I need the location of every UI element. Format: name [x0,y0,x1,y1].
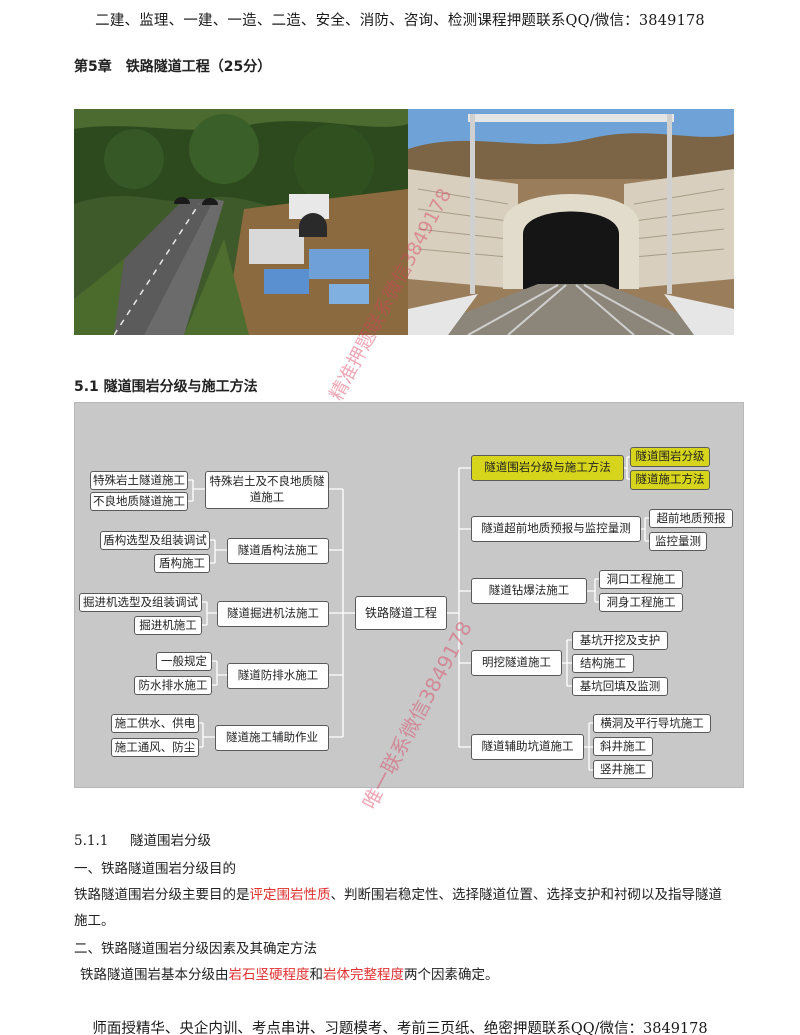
subsection-title: 隧道围岩分级 [130,833,211,849]
p1-text-a: 铁路隧道围岩分级主要目的是 [74,887,250,903]
subsection-heading: 5.1.1 隧道围岩分级 [74,829,211,849]
leaf-structure: 结构施工 [572,654,634,673]
leaf-shield-construction: 盾构施工 [154,554,210,573]
leaf-backfill-monitoring: 基坑回填及监测 [572,677,668,696]
p1-highlight: 评定围岩性质 [249,887,331,903]
leaf-tbm-construction: 掘进机施工 [134,616,202,635]
leaf-ventilation-dust: 施工通风、防尘 [111,738,199,757]
p2-text-mid: 和 [309,967,324,983]
tunnel-engineering-mindmap: 铁路隧道工程 特殊岩土及不良地质隧道施工 特殊岩土隧道施工 不良地质隧道施工 隧… [74,402,744,788]
header-banner: 二建、监理、一建、一造、二造、安全、消防、咨询、检测课程押题联系QQ/微信：38… [95,13,705,29]
p2-highlight-1: 岩石坚硬程度 [228,967,310,983]
subsection-number: 5.1.1 [74,833,109,849]
p2-text-b: 两个因素确定。 [404,967,499,983]
p1-text-b: 、判断围岩稳定性、选择隧道位置、选择支护和衬砌以及指导隧道 [330,887,723,903]
leaf-bad-geology: 不良地质隧道施工 [90,492,188,511]
branch-auxiliary-work: 隧道施工辅助作业 [215,725,329,751]
mindmap-root-node: 铁路隧道工程 [355,596,447,630]
leaf-excavation-support: 基坑开挖及支护 [572,631,668,650]
branch-drill-blast: 隧道钻爆法施工 [471,578,587,604]
branch-auxiliary-adits: 隧道辅助坑道施工 [471,734,584,760]
branch-grading-methods: 隧道围岩分级与施工方法 [471,455,624,481]
p2-text-a: 铁路隧道围岩基本分级由 [80,967,229,983]
railway-tunnel-portal-photo [408,109,734,335]
mindmap-connectors [188,456,649,771]
branch-cut-cover: 明挖隧道施工 [471,650,562,676]
footer-banner: 师面授精华、央企内训、考点串讲、习题模考、考前三页纸、绝密押题联系QQ/微信：3… [92,1021,708,1035]
leaf-body-works: 洞身工程施工 [599,593,683,612]
tunnel-construction-photo [74,109,408,335]
leaf-tbm-selection: 掘进机选型及组装调试 [79,593,202,612]
leaf-cross-adit: 横洞及平行导坑施工 [593,714,711,733]
leaf-vertical-shaft: 竖井施工 [593,760,653,779]
branch-special-geology: 特殊岩土及不良地质隧道施工 [205,471,329,509]
leaf-rock-grading: 隧道围岩分级 [630,447,710,467]
chapter-title: 第5章 铁路隧道工程（25分） [74,59,272,75]
section-title: 5.1 隧道围岩分级与施工方法 [74,379,258,395]
leaf-monitoring: 监控量测 [649,532,707,551]
leaf-shield-selection: 盾构选型及组装调试 [100,531,210,550]
paragraph1-line2: 施工。 [74,913,115,929]
branch-tbm-method: 隧道掘进机法施工 [217,601,329,627]
branch-shield-method: 隧道盾构法施工 [227,538,329,564]
leaf-inclined-shaft: 斜井施工 [593,737,653,756]
leaf-construction-methods: 隧道施工方法 [630,470,710,490]
leaf-geology-forecast: 超前地质预报 [649,509,733,528]
leaf-special-soil: 特殊岩土隧道施工 [90,471,188,490]
paragraph1-line1: 铁路隧道围岩分级主要目的是评定围岩性质、判断围岩稳定性、选择隧道位置、选择支护和… [74,883,722,903]
leaf-waterproof-drainage: 防水排水施工 [134,676,212,695]
p2-highlight-2: 岩体完整程度 [323,967,404,983]
paragraph1-heading: 一、铁路隧道围岩分级目的 [74,861,236,877]
leaf-general-rules: 一般规定 [156,652,212,671]
leaf-water-power: 施工供水、供电 [111,714,199,733]
leaf-portal-works: 洞口工程施工 [599,570,683,589]
branch-waterproof: 隧道防排水施工 [227,663,329,689]
paragraph2-heading: 二、铁路隧道围岩分级因素及其确定方法 [74,941,317,957]
paragraph2-line1: 铁路隧道围岩基本分级由岩石坚硬程度和岩体完整程度两个因素确定。 [80,963,499,983]
branch-forecast-monitoring: 隧道超前地质预报与监控量测 [471,516,641,542]
